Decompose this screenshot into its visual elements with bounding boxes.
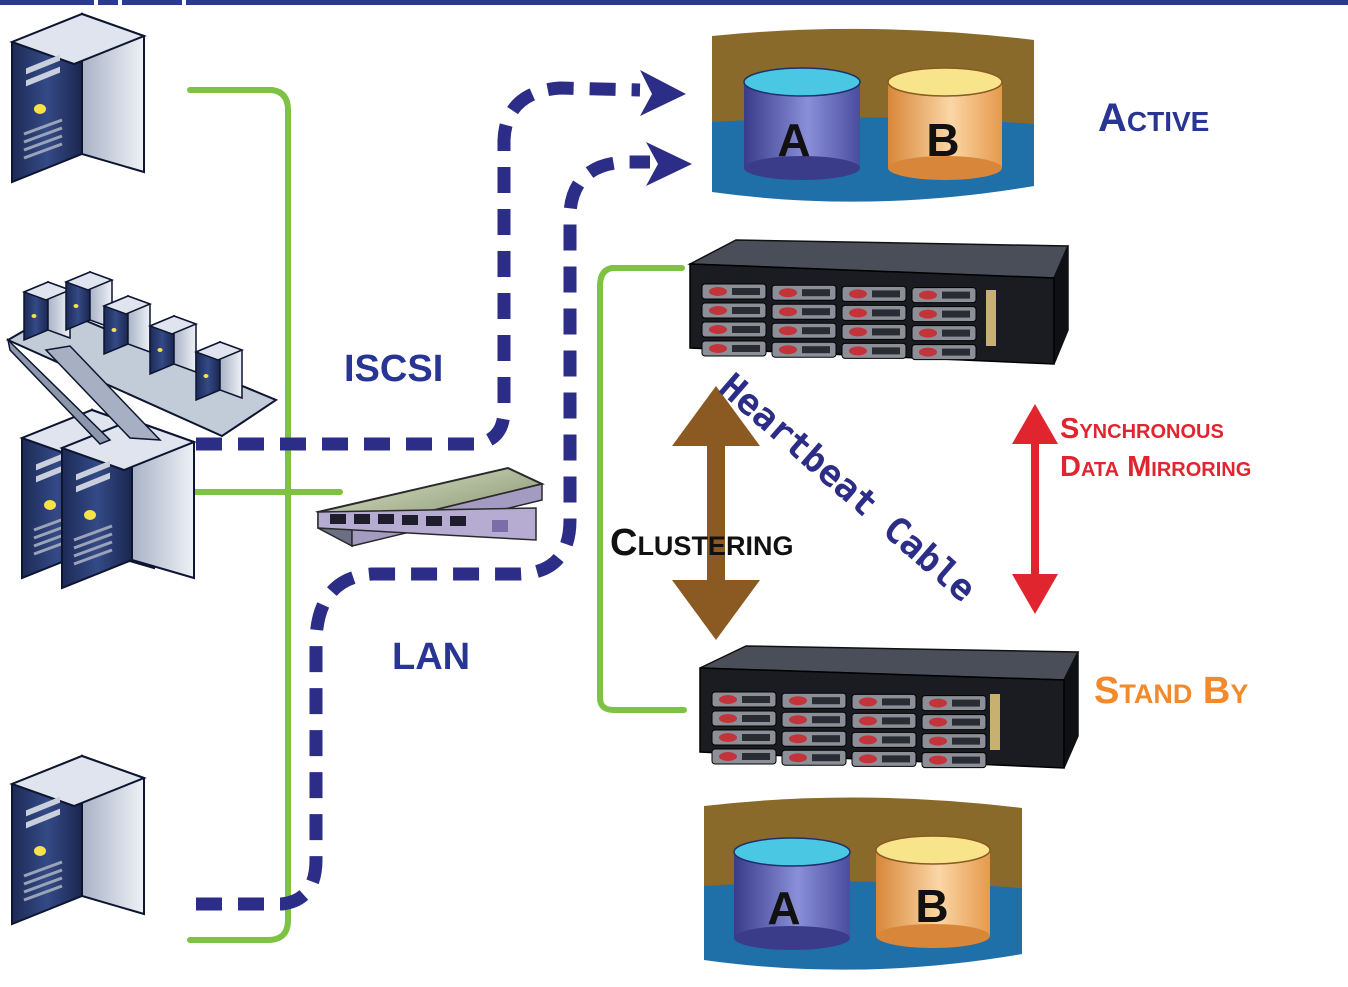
- drive-led-icon: [789, 715, 807, 725]
- drive-handle: [872, 347, 900, 355]
- drive-handle: [732, 345, 760, 352]
- drive-led-icon: [709, 344, 727, 353]
- drive-led-icon: [789, 753, 807, 763]
- active-volume: [712, 28, 1034, 202]
- drive-led-icon: [859, 735, 877, 745]
- drive-handle: [882, 755, 910, 763]
- header-bar: [0, 0, 1348, 8]
- drive-handle: [872, 309, 900, 317]
- drive-led-icon: [709, 287, 727, 296]
- drive-handle: [882, 736, 910, 744]
- drive-handle: [942, 310, 970, 318]
- drive-led-icon: [919, 328, 937, 338]
- drive-led-icon: [929, 717, 947, 727]
- drive-handle: [742, 753, 770, 760]
- sync-label-line2: Data Mirroring: [1060, 451, 1252, 483]
- drive-handle: [812, 735, 840, 743]
- active-storage-server-icon: [687, 239, 1070, 365]
- iscsi-label: ISCSI: [344, 348, 444, 390]
- drive-handle: [952, 718, 980, 726]
- drive-handle: [942, 329, 970, 337]
- standby-disk-b-label: B: [915, 880, 948, 932]
- iscsi-arrowheads: [640, 70, 692, 186]
- drive-led-icon: [929, 736, 947, 746]
- drive-handle: [812, 754, 840, 762]
- drive-handle: [872, 290, 900, 298]
- network-switch-icon: [315, 466, 545, 548]
- drive-handle: [802, 346, 830, 354]
- drive-led-icon: [709, 325, 727, 334]
- lan-wiring: [187, 87, 687, 943]
- standby-label: Stand By: [1094, 670, 1249, 712]
- drive-handle: [802, 327, 830, 335]
- sync-mirroring-label: Synchronous Data Mirroring: [1060, 410, 1251, 486]
- drive-led-icon: [849, 346, 867, 356]
- server-cluster-icon: [5, 271, 279, 590]
- drive-led-icon: [789, 696, 807, 706]
- drive-handle: [812, 697, 840, 705]
- drive-led-icon: [929, 755, 947, 765]
- active-disk-a-label: A: [777, 114, 810, 166]
- drive-handle: [812, 716, 840, 724]
- drive-led-icon: [719, 752, 737, 761]
- drive-led-icon: [779, 345, 797, 355]
- active-disk-b-label: B: [926, 114, 959, 166]
- drive-led-icon: [919, 309, 937, 319]
- drive-led-icon: [779, 288, 797, 298]
- drive-handle: [942, 291, 970, 299]
- server-icon: [10, 12, 146, 184]
- drive-handle: [942, 348, 970, 356]
- lan-label: LAN: [392, 636, 471, 678]
- drive-handle: [952, 756, 980, 764]
- clustering-label: Clustering: [610, 522, 794, 564]
- iscsi-paths: [196, 81, 650, 911]
- drive-led-icon: [859, 697, 877, 707]
- drive-handle: [952, 737, 980, 745]
- drive-led-icon: [719, 733, 737, 742]
- drive-led-icon: [849, 289, 867, 299]
- standby-storage-server-icon: [699, 645, 1080, 769]
- sync-mirroring-arrow: [1012, 404, 1058, 614]
- drive-led-icon: [929, 698, 947, 708]
- drive-handle: [882, 717, 910, 725]
- drive-led-icon: [719, 695, 737, 704]
- drive-led-icon: [709, 306, 727, 315]
- drive-handle: [732, 326, 760, 333]
- drive-handle: [952, 699, 980, 707]
- drive-handle: [882, 698, 910, 706]
- drive-led-icon: [859, 716, 877, 726]
- drive-handle: [742, 696, 770, 703]
- drive-handle: [742, 715, 770, 722]
- drive-led-icon: [719, 714, 737, 723]
- drive-led-icon: [849, 308, 867, 318]
- drive-led-icon: [919, 290, 937, 300]
- sync-label-line1: Synchronous: [1060, 413, 1224, 445]
- drive-handle: [802, 308, 830, 316]
- drive-led-icon: [779, 326, 797, 336]
- clustering-arrow: [672, 386, 760, 640]
- drive-handle: [872, 328, 900, 336]
- drive-led-icon: [849, 327, 867, 337]
- drive-handle: [732, 307, 760, 314]
- drive-led-icon: [789, 734, 807, 744]
- drive-handle: [732, 288, 760, 295]
- drive-led-icon: [779, 307, 797, 317]
- active-label: Active: [1098, 96, 1210, 140]
- standby-volume: [704, 797, 1022, 970]
- drive-led-icon: [859, 754, 877, 764]
- server-icon: [10, 754, 146, 926]
- drive-handle: [742, 734, 770, 741]
- drive-handle: [802, 289, 830, 297]
- standby-disk-a-label: A: [767, 882, 800, 934]
- drive-led-icon: [919, 347, 937, 357]
